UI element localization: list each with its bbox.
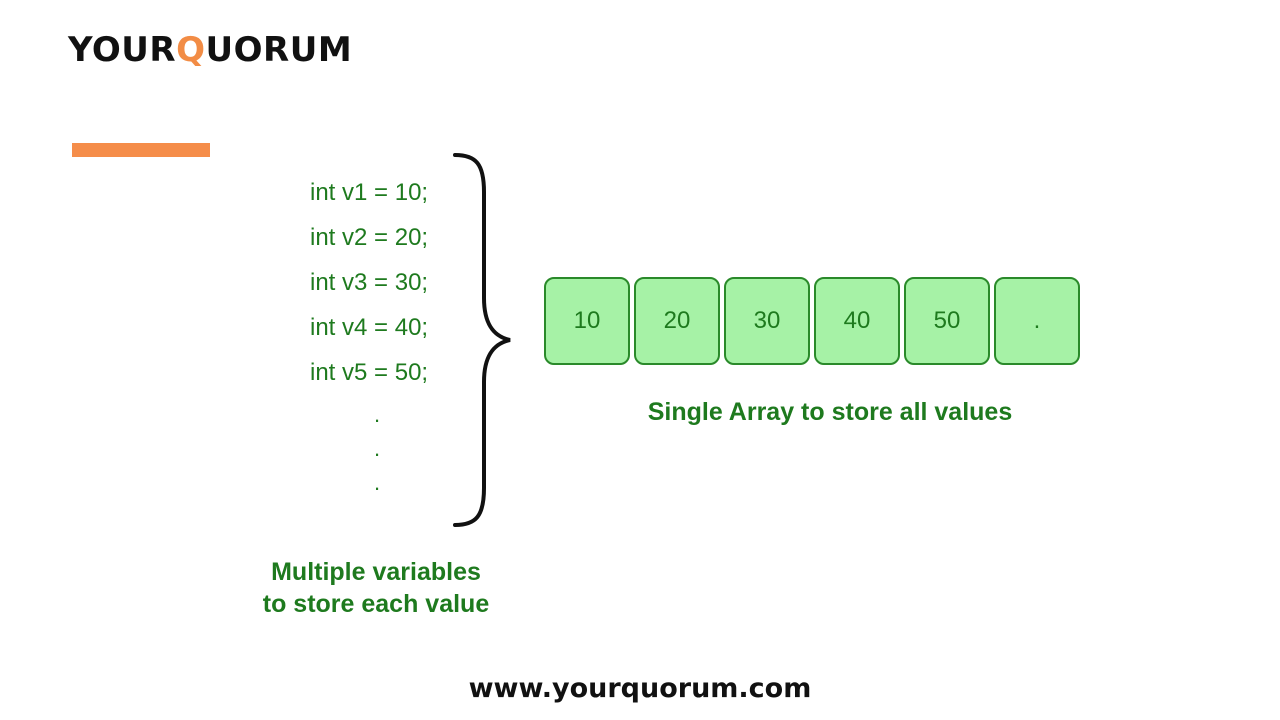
- accent-bar: [72, 143, 210, 157]
- curly-brace-icon: [453, 153, 511, 527]
- array-cell: 10: [544, 277, 630, 365]
- ellipsis-dot: .: [373, 470, 381, 495]
- brand-logo: YOURQUORUM: [68, 30, 352, 70]
- variable-list: int v1 = 10; int v2 = 20; int v3 = 30; i…: [310, 170, 428, 395]
- ellipsis: . . .: [370, 398, 384, 500]
- ellipsis-dot: .: [373, 402, 381, 427]
- array-cell: 20: [634, 277, 720, 365]
- brand-accent-letter: Q: [176, 30, 206, 70]
- array-cell: 40: [814, 277, 900, 365]
- brand-prefix: YOUR: [68, 30, 177, 70]
- variables-caption-line1: Multiple variables: [271, 558, 481, 586]
- array-cell: 50: [904, 277, 990, 365]
- variable-line: int v3 = 30;: [310, 269, 429, 296]
- array-caption: Single Array to store all values: [647, 398, 1013, 426]
- variable-line: int v2 = 20;: [310, 224, 429, 251]
- footer-url: www.yourquorum.com: [468, 673, 812, 704]
- ellipsis-dot: .: [373, 436, 381, 461]
- variable-line: int v5 = 50;: [310, 359, 429, 386]
- array-cell: .: [994, 277, 1080, 365]
- array-cell: 30: [724, 277, 810, 365]
- array-row: 10 20 30 40 50 .: [544, 277, 1080, 365]
- brand-suffix: UORUM: [205, 30, 353, 70]
- variable-line: int v1 = 10;: [310, 179, 429, 206]
- variables-caption-line2: to store each value: [262, 590, 490, 618]
- variable-line: int v4 = 40;: [310, 314, 429, 341]
- variables-caption: Multiple variables to store each value: [236, 556, 516, 620]
